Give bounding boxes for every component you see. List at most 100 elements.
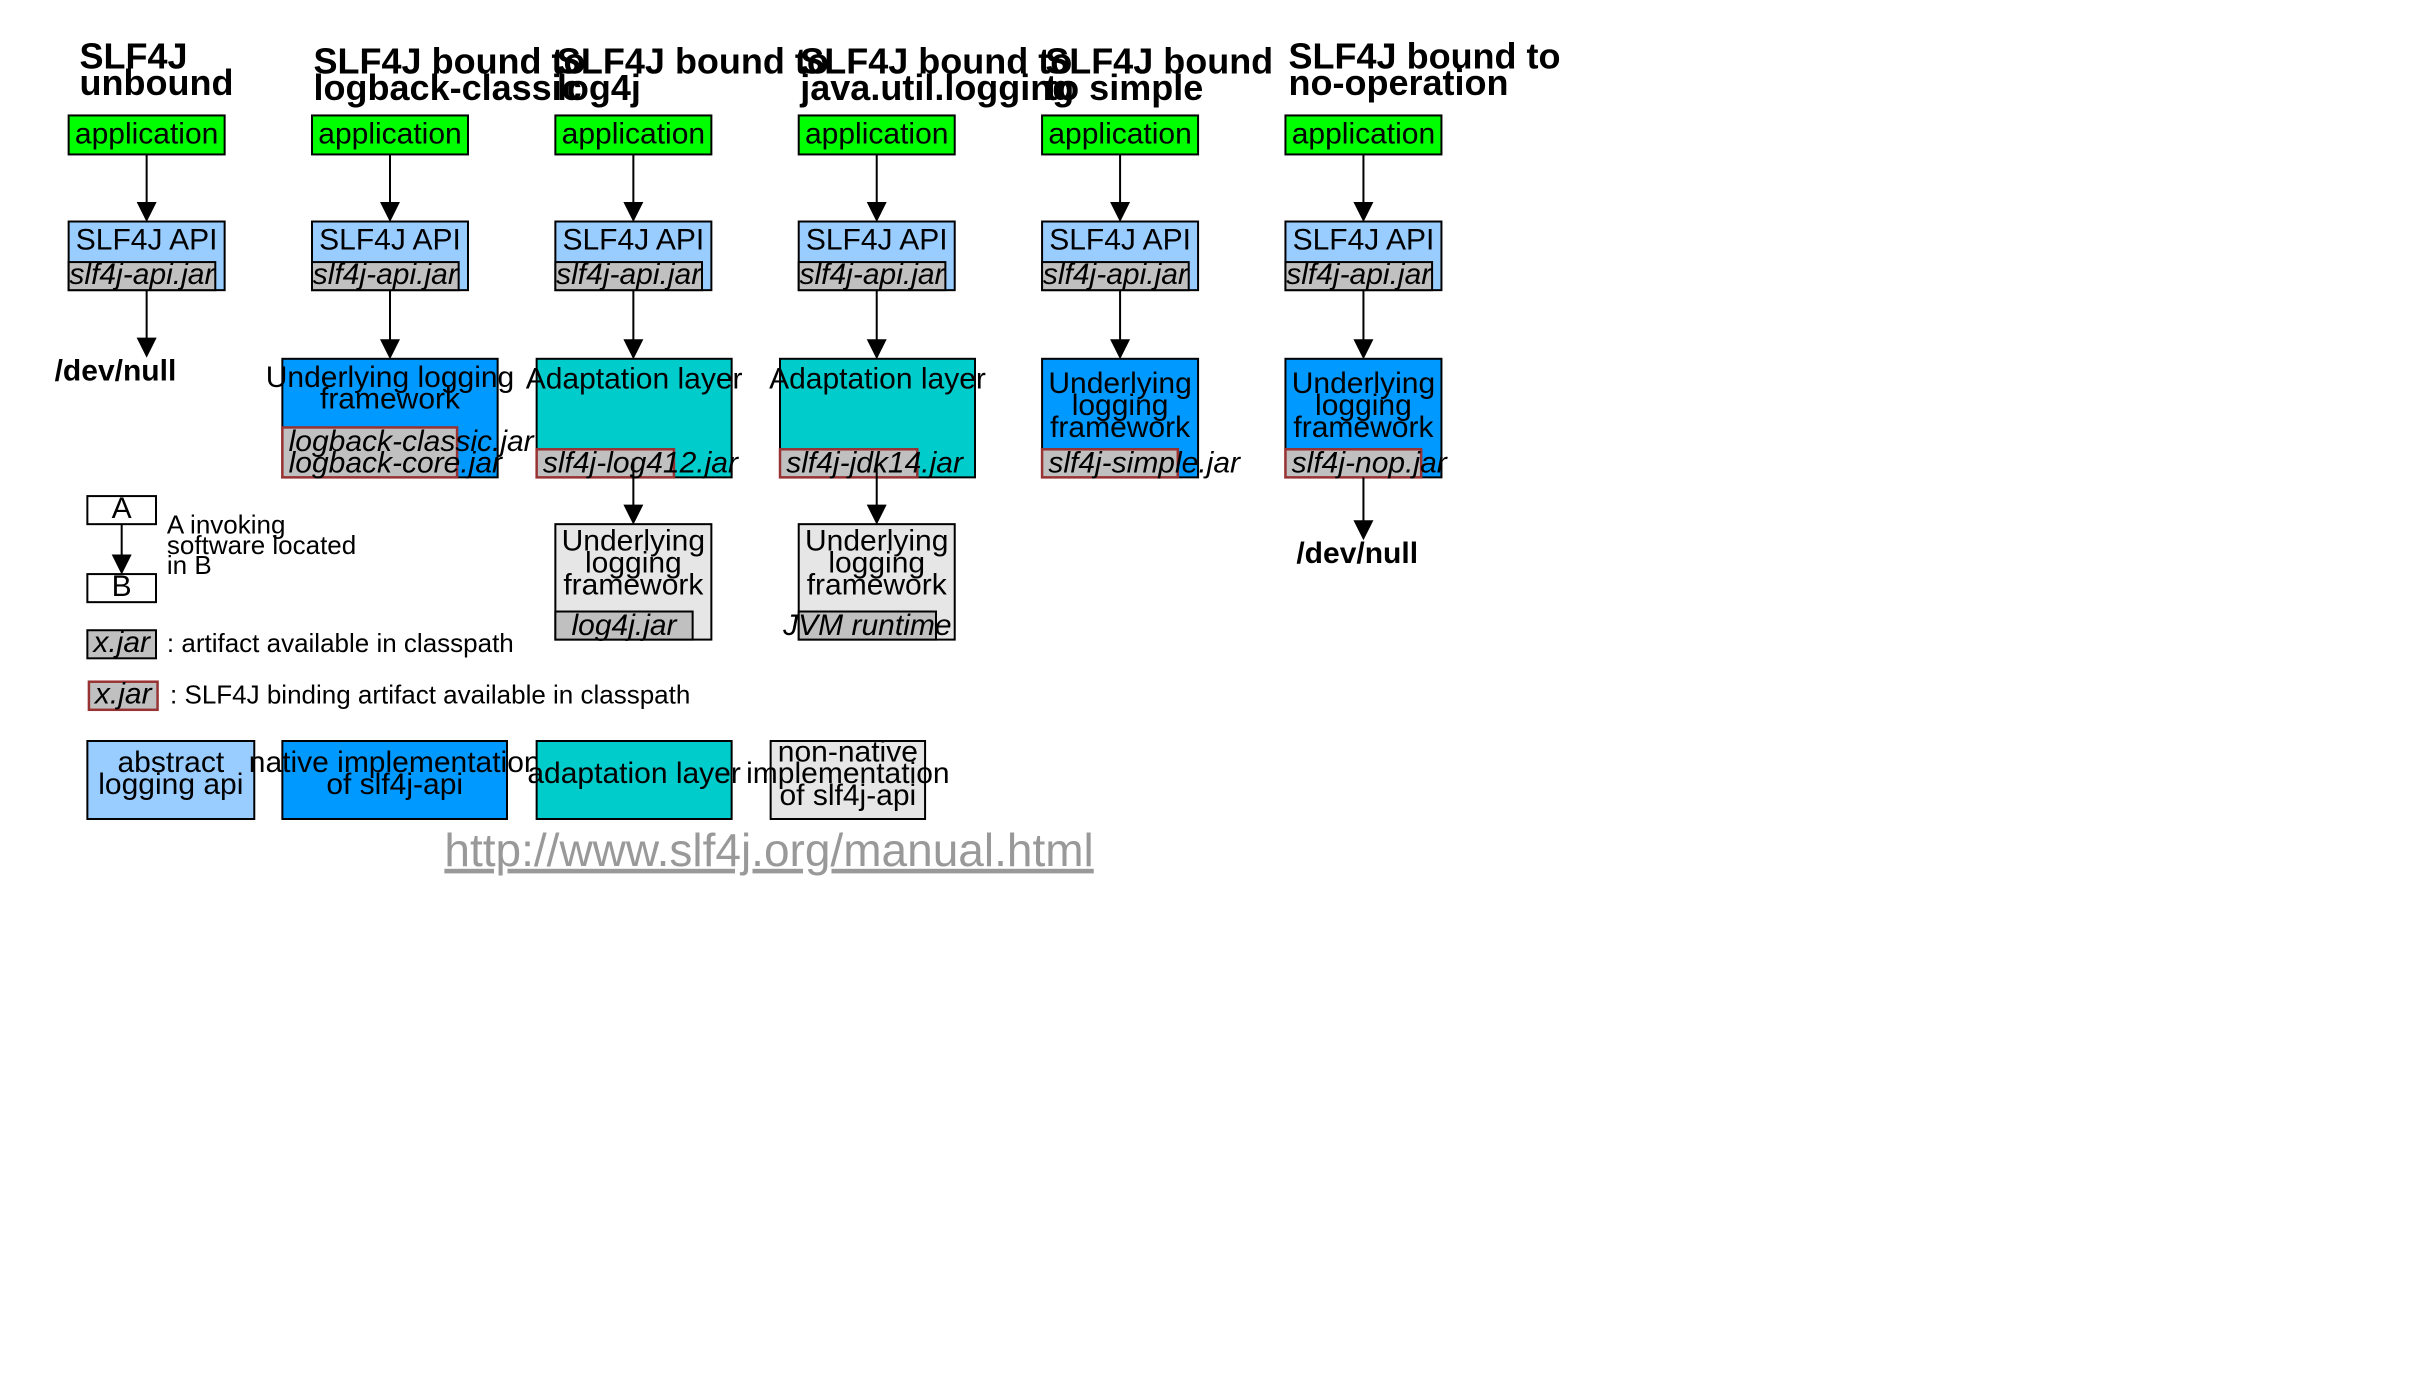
slf4j-api-label: SLF4J API [562, 224, 704, 257]
slf4j-api-jar-label: slf4j-api.jar [800, 258, 946, 291]
slf4j-api-jar [797, 261, 947, 292]
legend-invoke-text: software located [167, 530, 356, 560]
legend-box-b [86, 573, 157, 604]
binding-label: Underlying [1048, 367, 1191, 400]
binding-label: logging [1072, 389, 1169, 422]
legend-jar-sample [86, 629, 157, 660]
slf4j-api-jar [67, 261, 217, 292]
column-title: SLF4J bound to [557, 40, 829, 81]
legend-binding-jar-text: : SLF4J binding artifact available in cl… [170, 680, 690, 710]
column-title: java.util.logging [799, 67, 1074, 108]
binding-jar [1040, 448, 1180, 479]
application-box [67, 114, 226, 156]
legend-invoke-text: A invoking [167, 510, 286, 540]
application-label: application [75, 118, 218, 151]
binding-label: Adaptation layer [526, 362, 743, 395]
binding-jar-label: slf4j-simple.jar [1048, 447, 1241, 480]
binding-jar-label: logback-classic.jar [289, 425, 535, 458]
legend-non_native-label: implementation [746, 757, 949, 790]
legend-binding-jar-sample-label: x.jar [93, 678, 153, 711]
slf4j-api-jar-label: slf4j-api.jar [69, 258, 215, 291]
framework-label: logging [585, 547, 682, 580]
framework-label: Underlying [562, 525, 705, 558]
slf4j-api-jar-label: slf4j-api.jar [1043, 258, 1189, 291]
column-title: to simple [1045, 67, 1203, 108]
column-title: log4j [557, 67, 641, 108]
binding-jar [778, 448, 919, 479]
framework-label: Underlying [805, 525, 948, 558]
column-title: SLF4J bound to [314, 40, 586, 81]
binding-jar-label: slf4j-jdk14.jar [786, 447, 964, 480]
legend-invoke-text: in B [167, 550, 212, 580]
application-label: application [318, 118, 461, 151]
column-title: SLF4J bound [1045, 40, 1273, 81]
binding-jar [535, 448, 676, 479]
slf4j-api-jar [1041, 261, 1190, 292]
legend-native-box [281, 740, 508, 820]
column-title: logback-classic [314, 67, 582, 108]
slf4j-api-jar [554, 261, 703, 292]
application-box [797, 114, 956, 156]
legend-abstract-box [86, 740, 256, 820]
legend-abstract-label: abstract [117, 746, 224, 779]
application-label: application [1292, 118, 1435, 151]
slf4j-api-jar [311, 261, 460, 292]
application-label: application [1048, 118, 1191, 151]
slf4j-api-label: SLF4J API [1293, 224, 1435, 257]
slf4j-api-label: SLF4J API [806, 224, 948, 257]
dev-null-label: /dev/null [55, 355, 177, 388]
column-title: unbound [80, 62, 234, 103]
slf4j-api-jar-label: slf4j-api.jar [1286, 258, 1432, 291]
framework-jar-label: log4j.jar [571, 609, 677, 642]
legend-a-label: A [112, 492, 132, 525]
binding-label: framework [320, 383, 461, 416]
binding-label: Underlying logging [266, 361, 515, 394]
legend-adaptation-box [535, 740, 733, 820]
application-box [311, 114, 469, 156]
framework-jar [797, 610, 937, 641]
binding-jar-label: slf4j-log412.jar [543, 447, 739, 480]
slf4j-api-jar-label: slf4j-api.jar [313, 258, 459, 291]
binding-label: logging [1315, 389, 1412, 422]
application-label: application [805, 118, 948, 151]
dev-null-label: /dev/null [1296, 537, 1418, 570]
framework-label: framework [807, 568, 948, 601]
slf4j-api-jar-label: slf4j-api.jar [556, 258, 702, 291]
legend-b-label: B [112, 570, 132, 603]
binding-jar-label: logback-core.jar [289, 447, 503, 480]
binding-label: framework [1293, 411, 1434, 444]
slf4j-api-label: SLF4J API [1049, 224, 1191, 257]
legend-non_native-label: non-native [778, 735, 918, 768]
slf4j-api-label: SLF4J API [319, 224, 461, 257]
binding-jar [1284, 448, 1423, 479]
legend-box-a [86, 495, 157, 526]
binding-label: framework [1050, 411, 1191, 444]
application-box [554, 114, 713, 156]
binding-label: Adaptation layer [769, 362, 986, 395]
legend-non_native-box [769, 740, 927, 820]
binding-jar-label: slf4j-nop.jar [1292, 447, 1448, 480]
legend-adaptation-label: adaptation layer [527, 757, 741, 790]
legend-native-label: of slf4j-api [326, 768, 463, 801]
application-label: application [562, 118, 705, 151]
framework-jar-label: JVM runtime [782, 609, 951, 642]
framework-label: logging [828, 547, 925, 580]
legend-jar-text: : artifact available in classpath [167, 628, 514, 658]
column-title: no-operation [1289, 62, 1509, 103]
column-title: SLF4J [80, 36, 188, 77]
binding-jar [281, 426, 459, 479]
framework-jar [554, 610, 694, 641]
legend-binding-jar-sample [87, 680, 159, 712]
manual-link[interactable]: http://www.slf4j.org/manual.html [444, 824, 1093, 876]
slf4j-api-jar [1284, 261, 1434, 292]
legend-non_native-label: of slf4j-api [779, 779, 916, 812]
slf4j-api-label: SLF4J API [76, 224, 218, 257]
column-title: SLF4J bound to [800, 40, 1072, 81]
binding-label: Underlying [1292, 367, 1435, 400]
legend-native-label: native implementation [249, 746, 541, 779]
column-title: SLF4J bound to [1289, 36, 1561, 77]
legend-abstract-label: logging api [98, 768, 243, 801]
framework-label: framework [563, 568, 704, 601]
application-box [1284, 114, 1443, 156]
